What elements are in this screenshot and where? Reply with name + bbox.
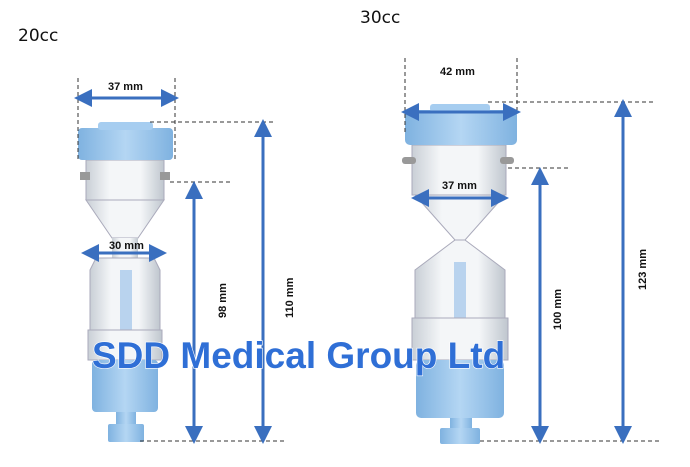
total-height-label: 110 mm (284, 277, 296, 318)
product-title: 20cc (18, 26, 58, 46)
cap-width-label: 42 mm (440, 66, 475, 78)
watermark: SDD Medical Group Ltd (92, 335, 505, 376)
product-30cc: 30cc 42 mm 37 mm 100 mm 123 mm (360, 8, 660, 444)
body-height-label: 100 mm (552, 289, 564, 330)
container-illustration (402, 104, 517, 444)
product-title: 30cc (360, 8, 400, 28)
product-20cc: 20cc 37 mm 30 mm 98 mm 110 mm (18, 26, 296, 444)
total-height-label: 123 mm (637, 249, 649, 290)
neck-width-label: 30 mm (109, 240, 144, 252)
cap-width-label: 37 mm (108, 81, 143, 93)
container-illustration (78, 122, 173, 442)
body-height-label: 98 mm (217, 283, 229, 318)
neck-width-label: 37 mm (442, 180, 477, 192)
